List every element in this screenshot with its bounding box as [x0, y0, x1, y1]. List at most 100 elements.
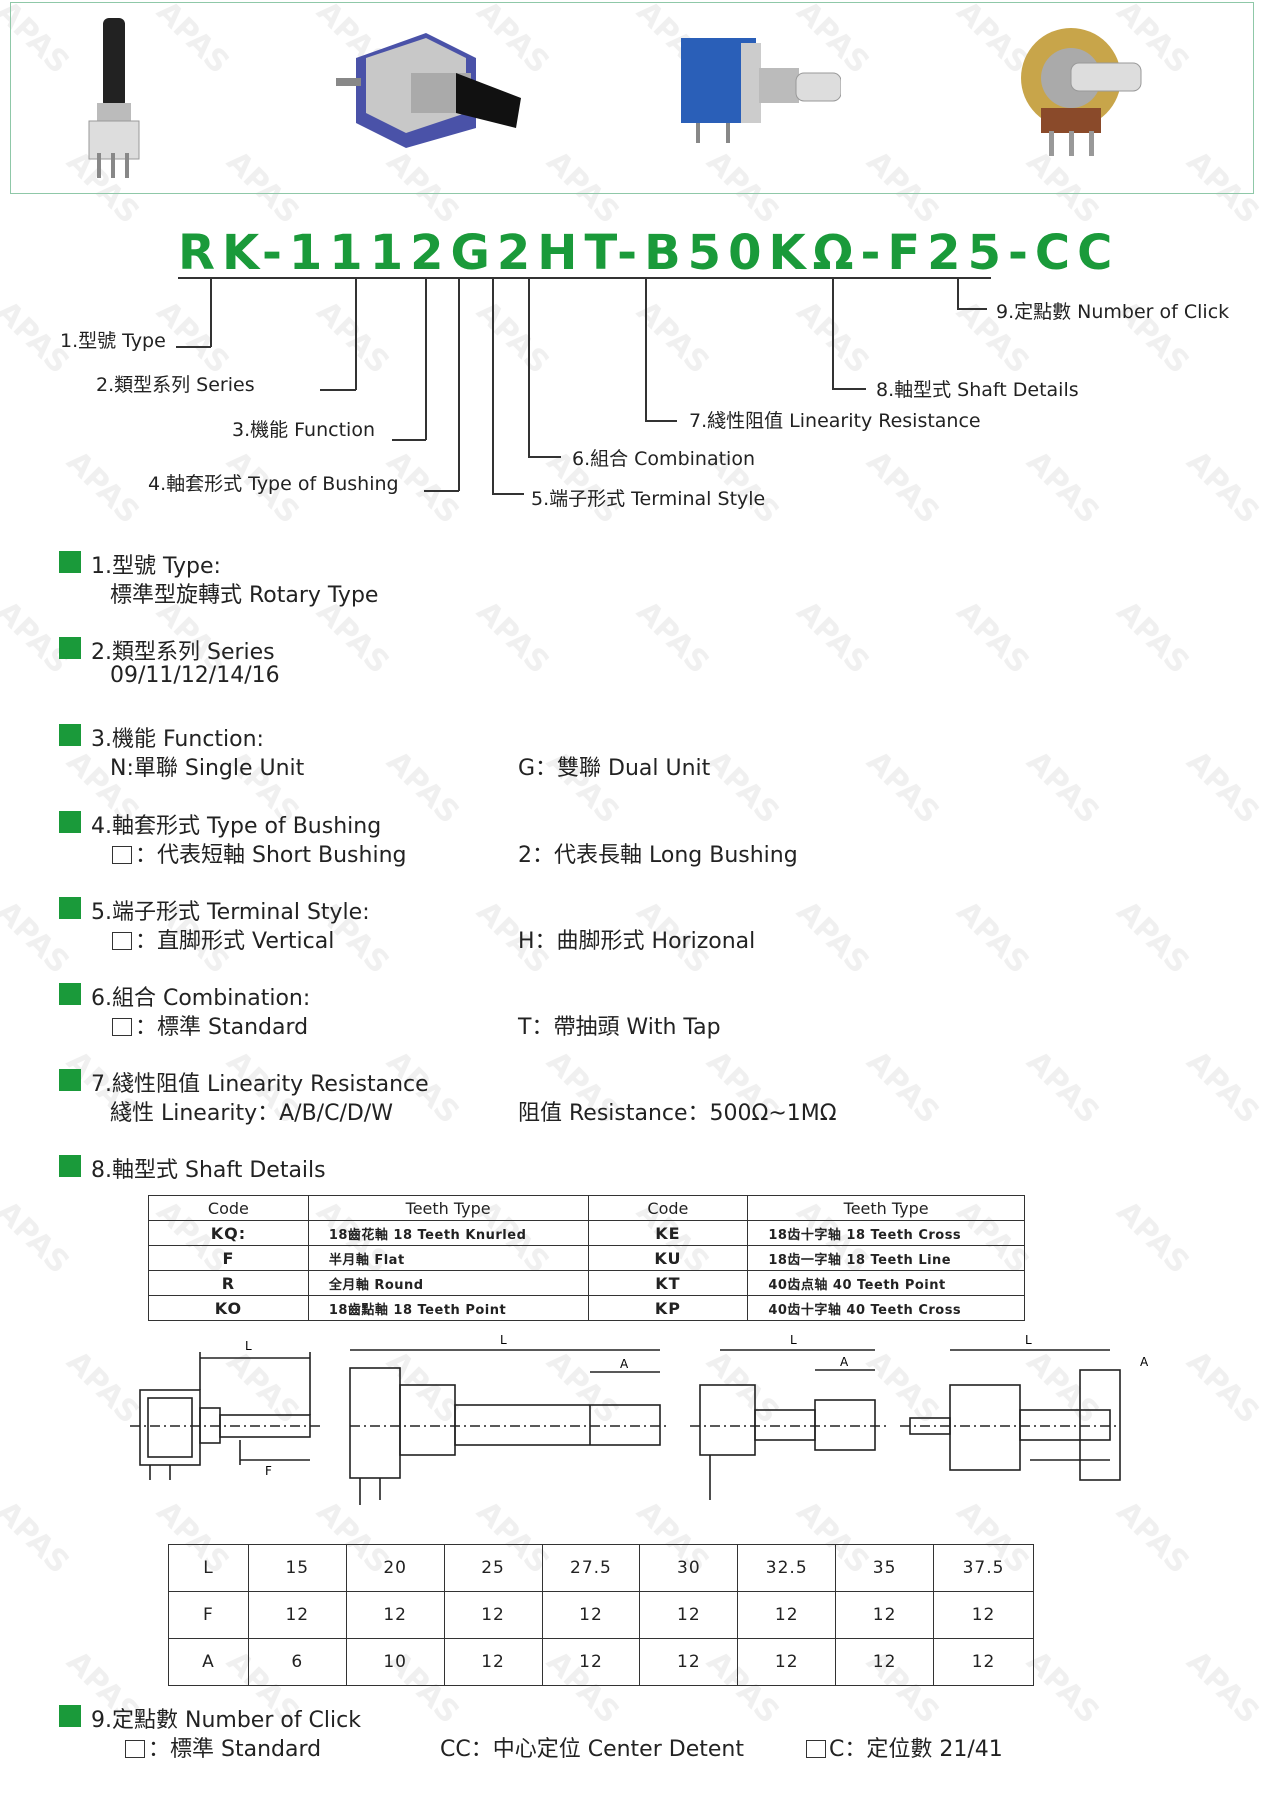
leader-3-v: [425, 279, 427, 440]
section-7-title: 7.綫性阻值 Linearity Resistance: [91, 1072, 429, 1097]
watermark-logo: APAS: [859, 744, 947, 831]
checkbox-icon: [806, 1740, 826, 1758]
section-3-left: N:單聯 Single Unit: [110, 756, 305, 781]
leader-4-v: [458, 279, 460, 491]
drawing-3: [690, 1349, 890, 1500]
section-bullet: [59, 1069, 81, 1091]
teeth-type-cell: 40齿点轴 40 Teeth Point: [747, 1270, 1025, 1296]
dimension-label-cell: F: [168, 1591, 249, 1639]
dimension-value-cell: 12: [933, 1638, 1034, 1686]
drawing-label-f: F: [265, 1464, 272, 1478]
watermark-logo: APAS: [859, 1044, 947, 1131]
dimension-value-cell: 12: [639, 1638, 739, 1686]
watermark-logo: APAS: [1179, 444, 1264, 531]
shaft-code-cell: KP: [587, 1295, 749, 1321]
section-7-left: 綫性 Linearity：A/B/C/D/W: [110, 1101, 393, 1126]
section-9-title: 9.定點數 Number of Click: [91, 1708, 361, 1733]
dimension-value-cell: 12: [345, 1591, 445, 1639]
section-9-b: CC：中心定位 Center Detent: [440, 1737, 744, 1762]
dimension-value-cell: 10: [345, 1638, 445, 1686]
leader-5-h: [492, 493, 524, 495]
watermark-logo: APAS: [59, 444, 147, 531]
drawing-label-l-3: L: [790, 1333, 797, 1347]
leader-2-v: [355, 279, 357, 390]
label-terminal: 5.端子形式 Terminal Style: [531, 488, 766, 510]
dimension-label-cell: A: [168, 1638, 249, 1686]
section-1-title: 1.型號 Type:: [91, 554, 221, 579]
watermark-logo: APAS: [789, 594, 877, 681]
checkbox-icon: [112, 1018, 132, 1036]
section-bullet: [59, 724, 81, 746]
watermark-logo: APAS: [309, 294, 397, 381]
watermark-logo: APAS: [379, 744, 467, 831]
drawing-label-l-4: L: [1025, 1333, 1032, 1347]
teeth-type-cell: 全月軸 Round: [307, 1270, 589, 1296]
dimension-value-cell: 12: [737, 1591, 837, 1639]
shaft-table-header: Code: [587, 1195, 749, 1221]
leader-9-h: [957, 308, 987, 310]
section-8-title: 8.軸型式 Shaft Details: [91, 1158, 326, 1183]
section-bullet: [59, 1155, 81, 1177]
label-type: 1.型號 Type: [60, 330, 166, 352]
shaft-code-cell: KU: [587, 1245, 749, 1271]
dimension-value-cell: 12: [639, 1591, 739, 1639]
section-5-title: 5.端子形式 Terminal Style:: [91, 900, 370, 925]
leader-8-v: [832, 279, 834, 389]
section-bullet: [59, 551, 81, 573]
product-photo-strip: [10, 2, 1254, 194]
watermark-logo: APAS: [699, 744, 787, 831]
teeth-type-cell: 18齒點軸 18 Teeth Point: [307, 1295, 589, 1321]
drawing-label-a-5: A: [1140, 1355, 1149, 1369]
shaft-table-header: Teeth Type: [307, 1195, 589, 1221]
watermark-logo: APAS: [469, 294, 557, 381]
teeth-type-cell: 18齒花軸 18 Teeth Knurled: [307, 1220, 589, 1246]
dimension-value-cell: 12: [541, 1591, 641, 1639]
dimension-value-cell: 35: [835, 1544, 935, 1592]
section-6-right: T：帶抽頭 With Tap: [518, 1015, 721, 1040]
watermark-logo: APAS: [789, 894, 877, 981]
shaft-table-header: Code: [148, 1195, 309, 1221]
dimension-value-cell: 20: [345, 1544, 445, 1592]
checkbox-icon: [125, 1740, 145, 1758]
section-7-right: 阻值 Resistance：500Ω~1MΩ: [518, 1101, 837, 1126]
section-3-right: G：雙聯 Dual Unit: [518, 756, 711, 781]
watermark-logo: APAS: [1179, 1644, 1264, 1731]
leader-6-v: [528, 279, 530, 457]
label-function: 3.機能 Function: [232, 419, 375, 441]
watermark-logo: APAS: [1019, 444, 1107, 531]
watermark-logo: APAS: [1019, 744, 1107, 831]
section-bullet: [59, 983, 81, 1005]
leader-1-h: [176, 346, 211, 348]
label-click: 9.定點數 Number of Click: [996, 301, 1230, 323]
section-bullet: [59, 811, 81, 833]
dimension-value-cell: 12: [247, 1591, 347, 1639]
dimension-value-cell: 37.5: [933, 1544, 1034, 1592]
section-3-title: 3.機能 Function:: [91, 727, 264, 752]
drawing-label-a-2: A: [620, 1357, 629, 1371]
watermark-logo: APAS: [629, 294, 717, 381]
leader-5-v: [492, 279, 494, 494]
leader-3-h: [392, 439, 426, 441]
dimension-value-cell: 12: [835, 1591, 935, 1639]
drawing-label-l: L: [245, 1339, 252, 1353]
watermark-logo: APAS: [949, 594, 1037, 681]
leader-1-v: [210, 279, 212, 347]
dimension-value-cell: 6: [247, 1638, 347, 1686]
label-linearity: 7.綫性阻值 Linearity Resistance: [689, 410, 981, 432]
drawing-label-a-3: A: [840, 1355, 849, 1369]
watermark-logo: APAS: [1109, 1194, 1197, 1281]
shaft-table-header: Teeth Type: [747, 1195, 1025, 1221]
product-image-2: [336, 33, 521, 148]
dimension-value-cell: 12: [443, 1591, 543, 1639]
teeth-type-cell: 18齿一字轴 18 Teeth Line: [747, 1245, 1025, 1271]
product-image-4: [1021, 28, 1142, 156]
dimension-value-cell: 27.5: [541, 1544, 641, 1592]
shaft-technical-drawings: L F L A L A L A: [130, 1333, 1149, 1505]
